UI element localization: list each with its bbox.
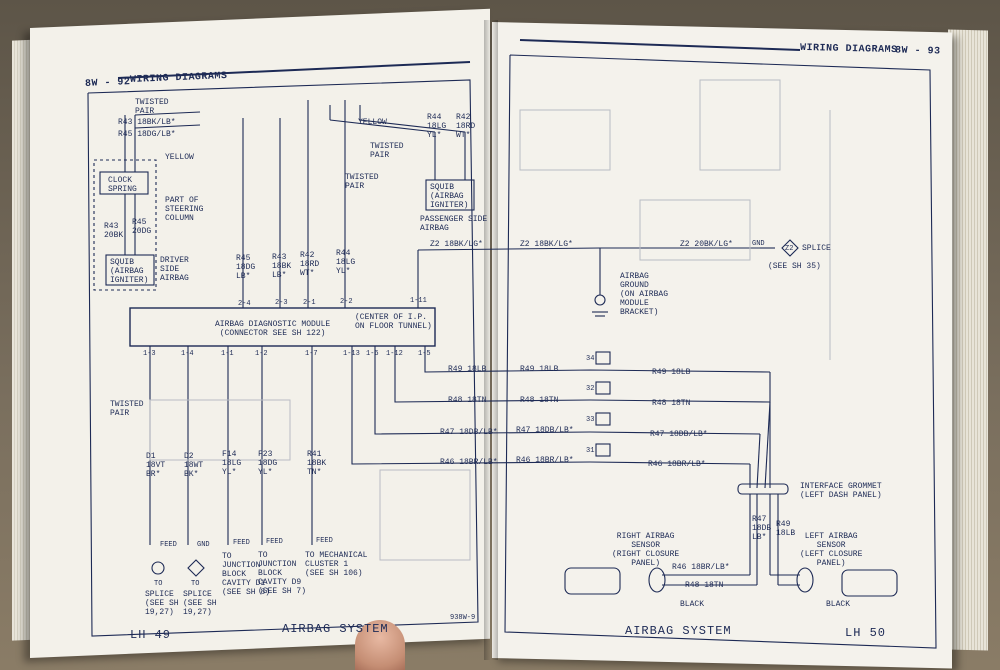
label-r46-left: R46 18BR/LB*: [440, 458, 498, 467]
pin-1-11: 1-11: [410, 297, 427, 305]
label-r47-right: R47 18DB/LB*: [516, 426, 574, 435]
connector-33: 33: [586, 416, 595, 424]
pin-2-3: 2-3: [275, 299, 288, 307]
pin-1-6: 1-6: [366, 350, 379, 358]
label-airbag-ground: AIRBAG GROUND (ON AIRBAG MODULE BRACKET): [620, 272, 669, 317]
pin-1-1: 1-1: [221, 350, 234, 358]
label-twisted-pair-top: TWISTED PAIR: [135, 98, 169, 116]
label-r44-top: R44 18LG YL*: [427, 113, 447, 140]
label-left-airbag-sensor: LEFT AIRBAG SENSOR (LEFT CLOSURE PANEL): [800, 532, 863, 568]
left-footer-code: 938W-9: [450, 614, 476, 622]
left-page-number: 8W - 92: [84, 77, 131, 90]
label-r47-far: R47 18DB/LB*: [650, 430, 708, 439]
label-r43-20bk: R43 20BK: [104, 222, 124, 240]
module-title: AIRBAG DIAGNOSTIC MODULE (CONNECTOR SEE …: [215, 320, 331, 338]
pin-2-2: 2-2: [340, 298, 353, 306]
label-driver-side-airbag: DRIVER SIDE AIRBAG: [160, 256, 189, 283]
label-r47-vertical-right: R47 18DB LB*: [752, 515, 772, 542]
label-yellow-left: YELLOW: [165, 153, 194, 162]
thumb: [355, 620, 405, 670]
left-footer-title: AIRBAG SYSTEM: [282, 622, 389, 636]
label-twisted-pair-mid: TWISTED PAIR: [370, 142, 404, 160]
label-r46-low: R46 18BR/LB*: [672, 563, 730, 572]
label-interface-grommet: INTERFACE GROMMET (LEFT DASH PANEL): [800, 482, 882, 500]
pin-1-3: 1-3: [143, 350, 156, 358]
label-splice-d2: SPLICE (SEE SH 19,27): [183, 590, 217, 617]
label-r46-far: R46 18BR/LB*: [648, 460, 706, 469]
label-passenger-side-airbag: PASSENGER SIDE AIRBAG: [420, 215, 488, 233]
label-r45-top: R45 18DG/LB*: [118, 130, 176, 139]
label-right-airbag-sensor: RIGHT AIRBAG SENSOR (RIGHT CLOSURE PANEL…: [612, 532, 680, 568]
label-r48-right: R48 18TN: [520, 396, 559, 405]
label-z2-right: Z2 20BK/LG*: [680, 240, 733, 249]
label-squib-passenger: SQUIB (AIRBAG IGNITER): [430, 183, 469, 210]
label-to-1: TO: [154, 580, 163, 588]
label-squib-driver: SQUIB (AIRBAG IGNITER): [110, 258, 149, 285]
connector-31: 31: [586, 447, 595, 455]
label-junction-d1: TO JUNCTION BLOCK CAVITY D1 (SEE SH 8): [222, 552, 271, 597]
label-black-right-sensor: BLACK: [680, 600, 705, 609]
pin-1-13: 1-13: [343, 350, 360, 358]
label-r43-vertical: R43 18BK LB*: [272, 253, 292, 280]
label-z2-wire-left: Z2 18BK/LG*: [430, 240, 483, 249]
label-r49-far: R49 18LB: [652, 368, 691, 377]
label-r49-vertical-right: R49 18LB: [776, 520, 796, 538]
label-r49-left: R49 18LB: [448, 365, 487, 374]
right-page-number: 8W - 93: [894, 45, 941, 58]
label-r46-right: R46 18BR/LB*: [516, 456, 574, 465]
label-to-2: TO: [191, 580, 200, 588]
label-steering-column: PART OF STEERING COLUMN: [165, 196, 204, 223]
label-r49-right: R49 18LB: [520, 365, 559, 374]
label-clock-spring: CLOCK SPRING: [108, 176, 137, 194]
label-r43-top: R43 18BK/LB*: [118, 118, 176, 127]
label-r48-left: R48 18TN: [448, 396, 487, 405]
connector-32: 32: [586, 385, 595, 393]
label-z2-mid: Z2 18BK/LG*: [520, 240, 573, 249]
label-twisted-pair-low: TWISTED PAIR: [110, 400, 144, 418]
label-feed-2: FEED: [233, 539, 250, 547]
label-yellow-mid: YELLOW: [358, 118, 387, 127]
label-r44-vertical: R44 18LG YL*: [336, 249, 356, 276]
book-gutter: [484, 20, 498, 660]
pin-1-4: 1-4: [181, 350, 194, 358]
label-feed-4: FEED: [316, 537, 333, 545]
pin-2-4: 2-4: [238, 300, 251, 308]
module-location: (CENTER OF I.P. ON FLOOR TUNNEL): [355, 313, 432, 331]
label-splice-d1: SPLICE (SEE SH 19,27): [145, 590, 179, 617]
pin-1-12: 1-12: [386, 350, 403, 358]
label-d2: D2 18WT BK*: [184, 452, 204, 479]
pin-1-5: 1-5: [418, 350, 431, 358]
label-f23: F23 18DG YL*: [258, 450, 278, 477]
label-splice-right: SPLICE: [802, 244, 831, 253]
right-footer-tag: LH 50: [845, 626, 887, 640]
label-mechanical-cluster: TO MECHANICAL CLUSTER 1 (SEE SH 106): [305, 551, 368, 578]
right-section-title: WIRING DIAGRAMS: [799, 42, 898, 57]
pin-1-7: 1-7: [305, 350, 318, 358]
label-feed-3: FEED: [266, 538, 283, 546]
label-twisted-pair-mid2: TWISTED PAIR: [345, 173, 379, 191]
label-r42-top: R42 18RD WT*: [456, 113, 476, 140]
pin-1-2: 1-2: [255, 350, 268, 358]
label-r48-low: R48 18TN: [685, 581, 724, 590]
pin-2-1: 2-1: [303, 299, 316, 307]
connector-34: 34: [586, 355, 595, 363]
label-see-sh35: (SEE SH 35): [768, 262, 821, 271]
label-black-left-sensor: BLACK: [826, 600, 851, 609]
label-d1: D1 18VT BR*: [146, 452, 166, 479]
label-r45-vertical: R45 18DG LB*: [236, 254, 256, 281]
label-r42-vertical: R42 18RD WT*: [300, 251, 320, 278]
left-footer-tag: LH 49: [130, 628, 172, 642]
label-z2-badge: Z2: [785, 245, 794, 253]
label-feed-1: FEED: [160, 541, 177, 549]
label-r41: R41 18BK TN*: [307, 450, 327, 477]
label-gnd-1: GND: [197, 541, 210, 549]
label-r45-20dg: R45 20DG: [132, 218, 152, 236]
label-gnd-right: GND: [752, 240, 765, 248]
right-footer-title: AIRBAG SYSTEM: [625, 624, 732, 638]
label-r47-left: R47 18DB/LB*: [440, 428, 498, 437]
label-junction-d9: TO JUNCTION BLOCK CAVITY D9 (SEE SH 7): [258, 551, 307, 596]
label-f14: F14 18LG YL*: [222, 450, 242, 477]
label-r48-far: R48 18TN: [652, 399, 691, 408]
